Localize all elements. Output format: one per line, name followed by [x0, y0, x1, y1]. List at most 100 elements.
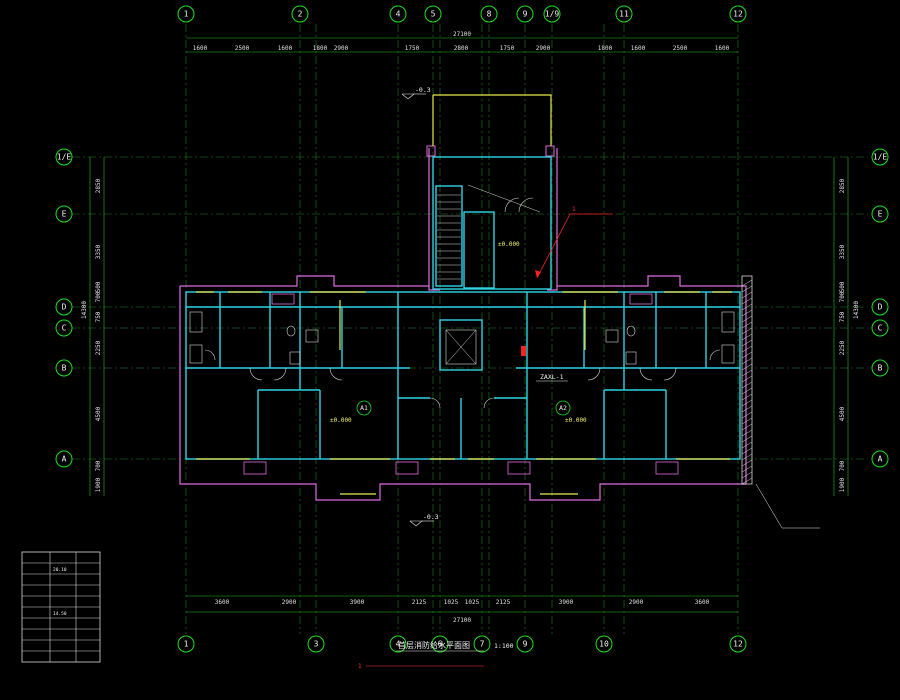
- elevation-top-label: -0.3: [415, 86, 431, 94]
- svg-text:D: D: [62, 303, 67, 312]
- right-dimension: 2850: [839, 178, 846, 193]
- red-footnote: 1: [358, 663, 362, 670]
- door-swings: [204, 349, 721, 409]
- left-dimension: 3350: [95, 244, 102, 259]
- bottom-dimension: 2125: [496, 599, 511, 606]
- top-dimension: 1800: [598, 45, 613, 52]
- axis-bubble-top-2: 2: [291, 5, 309, 23]
- top-dimension: 1600: [193, 45, 208, 52]
- unit-a1-elevation: ±0.000: [330, 417, 352, 424]
- svg-text:10: 10: [599, 640, 609, 649]
- svg-text:D: D: [878, 303, 883, 312]
- axis-grid-lines: [72, 24, 868, 634]
- axis-bubble-bottom-10: 10: [595, 635, 613, 653]
- right-dimension: 1900: [839, 477, 846, 492]
- axis-bubble-left-1/E: 1/E: [55, 148, 73, 166]
- axis-bubble-right-A: A: [871, 450, 889, 468]
- svg-text:B: B: [62, 364, 67, 373]
- fire-riser-marker: [521, 346, 526, 356]
- top-dimension: 1800: [313, 45, 328, 52]
- elevation-marker-top: -0.3: [401, 86, 431, 100]
- elevation-marker-bottom: -0.3: [409, 513, 439, 527]
- axis-bubble-bottom-4: 4: [389, 635, 407, 653]
- svg-text:1/E: 1/E: [57, 153, 72, 162]
- top-dimension: 1600: [631, 45, 646, 52]
- unit-a2-label: A2: [559, 404, 567, 412]
- svg-text:E: E: [878, 210, 883, 219]
- left-dimension: 2250: [95, 340, 102, 355]
- top-dimension: 2500: [673, 45, 688, 52]
- svg-text:4: 4: [396, 640, 401, 649]
- svg-text:4: 4: [396, 10, 401, 19]
- bottom-dimension: 3600: [215, 599, 230, 606]
- left-dimension: 2850: [95, 178, 102, 193]
- bottom-total-dimension: 27100: [453, 617, 471, 624]
- unit-a2-marker: A2: [555, 400, 571, 416]
- unit-a1-label: A1: [360, 404, 368, 412]
- elevation-bottom-label: -0.3: [423, 513, 439, 521]
- note-leader: [755, 483, 783, 529]
- svg-text:2: 2: [298, 10, 303, 19]
- right-dimension: 700: [839, 291, 846, 302]
- dimension-lines: [89, 37, 849, 613]
- axis-bubble-top-4: 4: [389, 5, 407, 23]
- axis-bubble-left-D: D: [55, 298, 73, 316]
- axis-bubble-bottom-12: 12: [729, 635, 747, 653]
- bottom-dimension: 3900: [350, 599, 365, 606]
- bottom-dimension: 1025: [444, 599, 459, 606]
- axis-bubble-top-9: 9: [516, 5, 534, 23]
- top-dimension: 1750: [405, 45, 420, 52]
- drawing-scale: 1:100: [494, 642, 514, 650]
- top-dimension: 2900: [536, 45, 551, 52]
- left-total-dimension: 14300: [81, 301, 88, 319]
- right-dimension: 2250: [839, 340, 846, 355]
- red-annotation: 1: [572, 206, 576, 213]
- stair-treads: [437, 194, 461, 280]
- unit-a1-marker: A1: [356, 400, 372, 416]
- svg-text:8: 8: [487, 10, 492, 19]
- axis-bubble-left-C: C: [55, 319, 73, 337]
- floor-height-table: 20.10 14.50: [21, 551, 101, 663]
- axis-bubble-bottom-3: 3: [307, 635, 325, 653]
- legend-cell: 20.10: [53, 567, 67, 573]
- axis-bubble-left-B: B: [55, 359, 73, 377]
- bottom-dimension: 3600: [695, 599, 710, 606]
- right-dimension: 700: [839, 460, 846, 471]
- axis-bubble-top-11: 11: [615, 5, 633, 23]
- svg-text:7: 7: [480, 640, 485, 649]
- svg-text:1/E: 1/E: [873, 153, 888, 162]
- left-dimension: 500: [95, 281, 102, 292]
- svg-text:5: 5: [431, 10, 436, 19]
- bottom-dimension: 2900: [629, 599, 644, 606]
- left-dimension: 700: [95, 291, 102, 302]
- top-dimension: 2500: [235, 45, 250, 52]
- svg-text:6: 6: [438, 640, 443, 649]
- building-plan: [179, 94, 753, 501]
- svg-text:B: B: [878, 364, 883, 373]
- axis-bubble-right-B: B: [871, 359, 889, 377]
- legend-cell: 14.50: [53, 611, 67, 617]
- fixtures: [189, 311, 735, 365]
- axis-bubble-right-1/E: 1/E: [871, 148, 889, 166]
- left-dimension: 700: [95, 460, 102, 471]
- svg-text:1/9: 1/9: [545, 10, 560, 19]
- top-dimension: 2900: [334, 45, 349, 52]
- drawing-title: 首层消防给水平面图: [398, 640, 470, 650]
- svg-text:1: 1: [184, 640, 189, 649]
- bottom-dimension: 2900: [282, 599, 297, 606]
- lobby-elevation: ±0.000: [498, 241, 520, 248]
- svg-text:11: 11: [619, 10, 629, 19]
- svg-text:9: 9: [523, 10, 528, 19]
- axis-bubble-right-E: E: [871, 205, 889, 223]
- axis-bubble-top-5: 5: [424, 5, 442, 23]
- riser-tag: ZAXL-1: [540, 373, 564, 381]
- axis-bubble-bottom-9: 9: [516, 635, 534, 653]
- left-dimension: 1900: [95, 477, 102, 492]
- top-dimension: 1600: [715, 45, 730, 52]
- svg-text:C: C: [878, 324, 883, 333]
- svg-text:1: 1: [184, 10, 189, 19]
- hatched-wall: [741, 279, 753, 485]
